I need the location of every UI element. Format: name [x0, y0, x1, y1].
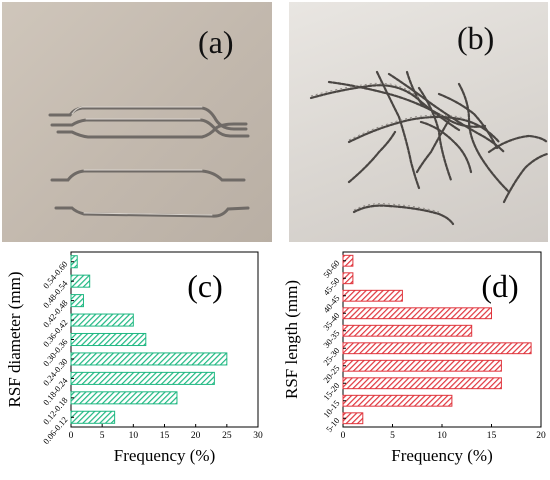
- straight-fibers-drawing: [48, 106, 250, 218]
- chart-rsf-diameter-svg: 0.06-0.120.12-0.180.18-0.240.24-0.300.30…: [5, 251, 263, 465]
- bar-15-20: [342, 377, 502, 390]
- bar-25-30: [342, 342, 532, 355]
- bar-0.18-0.24: [70, 371, 215, 385]
- y-tick-label-30-35: 30-35: [321, 328, 341, 350]
- x-tick-label-15: 15: [487, 431, 497, 441]
- bar-35-40: [342, 307, 492, 320]
- y-tick-label-15-20: 15-20: [321, 381, 341, 403]
- y-tick-label-40-45: 40-45: [321, 293, 341, 315]
- bar-40-45: [342, 289, 403, 302]
- y-axis-label: RSF diameter (mm): [5, 272, 24, 408]
- x-tick-label-20: 20: [536, 431, 546, 441]
- x-tick-label-30: 30: [253, 431, 263, 441]
- bar-0.36-0.42: [70, 313, 134, 327]
- y-tick-label-25-30: 25-30: [321, 346, 341, 368]
- x-tick-label-0: 0: [69, 431, 74, 441]
- y-tick-label-45-50: 45-50: [321, 276, 341, 298]
- photo-straight-fibers: (a): [2, 2, 272, 242]
- x-tick-label-0: 0: [341, 431, 346, 441]
- bar-10-15: [342, 394, 453, 407]
- panel-label: (d): [481, 268, 518, 304]
- photo-recycled-fibers: (b): [289, 2, 548, 242]
- x-tick-label-10: 10: [129, 431, 139, 441]
- x-tick-label-5: 5: [100, 431, 105, 441]
- bar-0.30-0.36: [70, 332, 147, 347]
- x-axis-label: Frequency (%): [391, 446, 493, 465]
- x-tick-label-25: 25: [222, 431, 232, 441]
- bar-30-35: [342, 324, 473, 337]
- panel-label-a: (a): [198, 24, 234, 60]
- chart-rsf-length-svg: 5-1010-1515-2020-2525-3030-3535-4040-454…: [282, 251, 546, 465]
- x-tick-label-10: 10: [437, 431, 447, 441]
- bar-0.12-0.18: [70, 391, 178, 405]
- y-tick-label-20-25: 20-25: [321, 363, 341, 385]
- y-tick-label-50-60: 50-60: [321, 258, 341, 280]
- bar-0.06-0.12: [70, 410, 116, 424]
- panel-label: (c): [187, 268, 223, 304]
- panel-label-b: (b): [457, 20, 495, 56]
- x-tick-label-15: 15: [160, 431, 170, 441]
- y-axis-label: RSF length (mm): [282, 280, 301, 399]
- bar-20-25: [342, 359, 502, 372]
- y-tick-label-10-15: 10-15: [321, 398, 341, 420]
- y-tick-label-35-40: 35-40: [321, 311, 341, 333]
- bar-0.24-0.30: [70, 352, 228, 366]
- x-tick-label-20: 20: [191, 431, 201, 441]
- x-axis-label: Frequency (%): [114, 446, 216, 465]
- recycled-fibers-drawing: [309, 70, 548, 226]
- x-tick-label-5: 5: [390, 431, 395, 441]
